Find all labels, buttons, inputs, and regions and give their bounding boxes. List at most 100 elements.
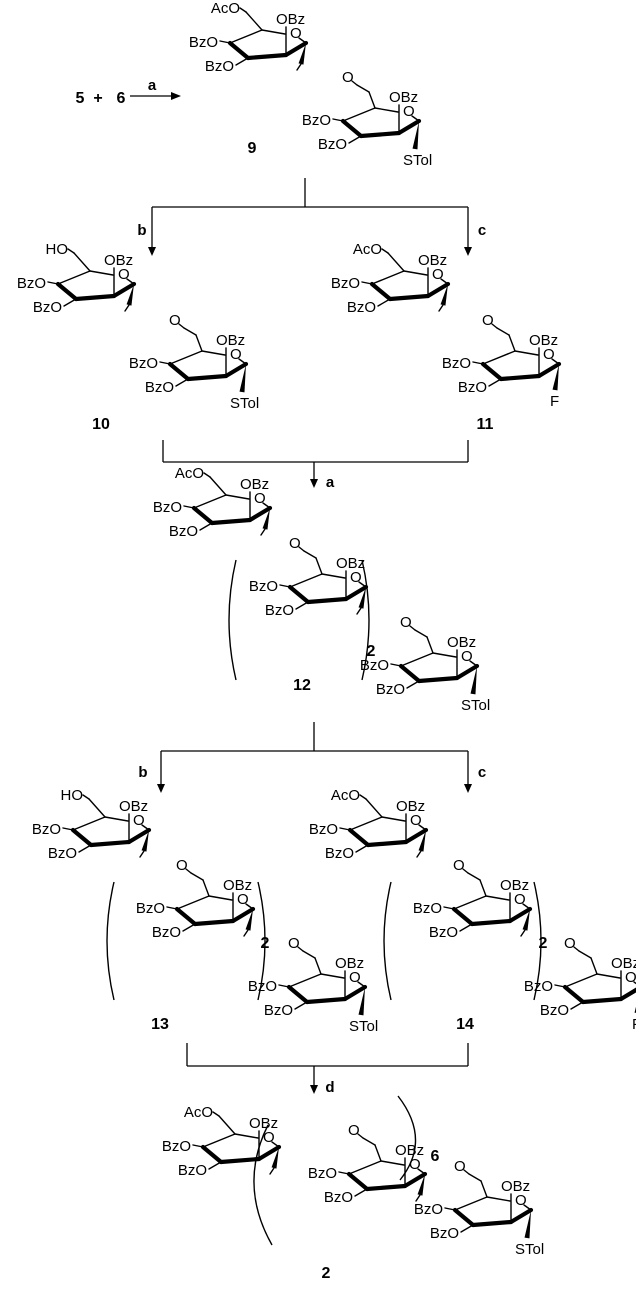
- glycosidic-oxygen-label: O: [453, 857, 465, 874]
- repeat-bracket: [397, 1095, 417, 1181]
- benzoyloxy-label: OBz: [216, 332, 245, 349]
- benzoyloxy-label: BzO: [249, 578, 278, 595]
- benzoyloxy-label: OBz: [389, 89, 418, 106]
- benzoyloxy-label: BzO: [136, 900, 165, 917]
- fluoride-label: F: [632, 1016, 636, 1033]
- glycosidic-oxygen-label: O: [400, 614, 412, 631]
- ring-oxygen-label: O: [230, 346, 242, 363]
- thiotolyl-label: STol: [403, 152, 432, 169]
- ring-oxygen-label: O: [349, 969, 361, 986]
- compound-number: 2: [322, 1265, 331, 1282]
- repeat-count: 2: [261, 935, 270, 952]
- benzoyloxy-label: BzO: [429, 924, 458, 941]
- compound-number: 10: [92, 416, 110, 433]
- step-label: c: [478, 764, 486, 781]
- glycosidic-oxygen-label: O: [454, 1158, 466, 1175]
- benzoyloxy-label: BzO: [169, 523, 198, 540]
- glycosidic-oxygen-label: O: [176, 857, 188, 874]
- repeat-bracket: [383, 881, 392, 1001]
- benzoyloxy-label: OBz: [447, 634, 476, 651]
- benzoyloxy-label: BzO: [189, 34, 218, 51]
- benzoyloxy-label: BzO: [129, 355, 158, 372]
- benzoyloxy-label: OBz: [336, 555, 365, 572]
- benzoyloxy-label: BzO: [325, 845, 354, 862]
- repeat-count: 6: [431, 1148, 440, 1165]
- benzoyloxy-label: BzO: [265, 602, 294, 619]
- step-label: c: [478, 222, 486, 239]
- benzoyloxy-label: BzO: [524, 978, 553, 995]
- benzoyloxy-label: BzO: [308, 1165, 337, 1182]
- benzoyloxy-label: OBz: [223, 877, 252, 894]
- compound-number: 13: [151, 1016, 169, 1033]
- acetoxy-label: AcO: [175, 465, 204, 482]
- benzoyloxy-label: BzO: [178, 1162, 207, 1179]
- benzoyloxy-label: BzO: [145, 379, 174, 396]
- thiotolyl-label: STol: [461, 697, 490, 714]
- compound-number: 11: [477, 416, 494, 433]
- ring-oxygen-label: O: [133, 812, 145, 829]
- benzoyloxy-label: BzO: [458, 379, 487, 396]
- compound-number: 12: [293, 677, 311, 694]
- acetoxy-label: AcO: [353, 241, 382, 258]
- benzoyloxy-label: OBz: [396, 798, 425, 815]
- benzoyloxy-label: BzO: [331, 275, 360, 292]
- benzoyloxy-label: OBz: [418, 252, 447, 269]
- benzoyloxy-label: BzO: [540, 1002, 569, 1019]
- benzoyloxy-label: BzO: [430, 1225, 459, 1242]
- ring-oxygen-label: O: [403, 103, 415, 120]
- benzoyloxy-label: BzO: [205, 58, 234, 75]
- benzoyloxy-label: BzO: [153, 499, 182, 516]
- benzoyloxy-label: BzO: [264, 1002, 293, 1019]
- step-label: a: [326, 474, 335, 491]
- step-label: a: [148, 77, 157, 94]
- plus-sign: +: [93, 90, 102, 107]
- benzoyloxy-label: OBz: [500, 877, 529, 894]
- benzoyloxy-label: OBz: [104, 252, 133, 269]
- repeat-bracket: [106, 881, 115, 1001]
- ring-oxygen-label: O: [410, 812, 422, 829]
- repeat-count: 2: [539, 935, 548, 952]
- ring-oxygen-label: O: [543, 346, 555, 363]
- step-label: b: [138, 764, 147, 781]
- benzoyloxy-label: BzO: [33, 299, 62, 316]
- glycosidic-oxygen-label: O: [288, 935, 300, 952]
- ring-oxygen-label: O: [263, 1129, 275, 1146]
- hydroxyl-label: HO: [61, 787, 84, 804]
- benzoyloxy-label: OBz: [119, 798, 148, 815]
- repeat-bracket: [533, 881, 542, 1001]
- glycosidic-oxygen-label: O: [348, 1122, 360, 1139]
- benzoyloxy-label: OBz: [501, 1178, 530, 1195]
- benzoyloxy-label: BzO: [162, 1138, 191, 1155]
- benzoyloxy-label: BzO: [48, 845, 77, 862]
- ring-oxygen-label: O: [409, 1156, 421, 1173]
- repeat-bracket: [361, 559, 370, 681]
- glycosidic-oxygen-label: O: [482, 312, 494, 329]
- thiotolyl-label: STol: [230, 395, 259, 412]
- benzoyloxy-label: BzO: [360, 657, 389, 674]
- hydroxyl-label: HO: [46, 241, 69, 258]
- ring-oxygen-label: O: [461, 648, 473, 665]
- benzoyloxy-label: BzO: [32, 821, 61, 838]
- ring-oxygen-label: O: [514, 891, 526, 908]
- benzoyloxy-label: BzO: [318, 136, 347, 153]
- ring-oxygen-label: O: [237, 891, 249, 908]
- benzoyloxy-label: OBz: [276, 11, 305, 28]
- benzoyloxy-label: BzO: [347, 299, 376, 316]
- repeat-bracket: [228, 559, 237, 681]
- glycosidic-oxygen-label: O: [564, 935, 576, 952]
- acetoxy-label: AcO: [211, 0, 240, 17]
